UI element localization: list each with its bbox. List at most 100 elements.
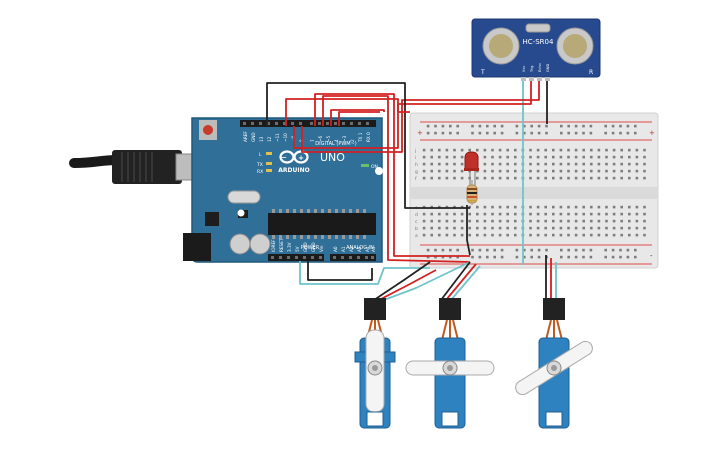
breadboard-hole [559, 205, 563, 209]
breadboard-rail-hole [567, 248, 570, 252]
breadboard-hole [574, 219, 578, 223]
mounting-hole [375, 167, 383, 175]
breadboard-hole [612, 148, 616, 152]
breadboard-hole [635, 169, 639, 173]
breadboard-hole [552, 219, 555, 223]
breadboard-hole [612, 212, 616, 216]
breadboard-rail-hole [493, 131, 496, 135]
breadboard-hole [445, 162, 449, 166]
breadboard-hole [483, 212, 487, 216]
breadboard-hole [468, 226, 471, 230]
servo-1 [354, 298, 396, 429]
breadboard-hole [612, 226, 616, 230]
breadboard-hole [498, 226, 502, 230]
breadboard-hole [422, 233, 426, 237]
reset-button[interactable] [203, 125, 213, 135]
sensor-corner-t: T [480, 69, 485, 76]
arduino-logo [279, 150, 309, 164]
breadboard-hole [460, 219, 464, 223]
breadboard-hole [620, 212, 623, 216]
breadboard-hole [491, 148, 494, 152]
breadboard-center-gap [410, 187, 658, 199]
breadboard-hole [635, 233, 639, 237]
breadboard-hole [635, 205, 639, 209]
analog-label: ANALOG IN [346, 245, 374, 251]
breadboard-rail-hole [486, 124, 489, 128]
breadboard-hole [498, 162, 502, 166]
sensor-pin-label-0: Vcc [522, 66, 526, 72]
breadboard-hole [552, 155, 555, 159]
breadboard-rail-hole [537, 255, 541, 259]
breadboard-rail-hole [471, 131, 474, 135]
breadboard-hole [620, 155, 623, 159]
breadboard-hole [536, 219, 540, 223]
breadboard-hole [628, 219, 631, 223]
breadboard-hole [453, 169, 456, 173]
breadboard-hole [498, 148, 502, 152]
l-label: L [259, 152, 262, 158]
breadboard-rail-hole [545, 131, 548, 135]
breadboard-hole [605, 155, 608, 159]
breadboard-hole [529, 226, 532, 230]
breadboard-rail-hole [545, 248, 548, 252]
breadboard-hole [590, 148, 593, 152]
sensor-label: HC-SR04 [523, 38, 554, 46]
sensor-receiver-mesh [563, 34, 587, 58]
breadboard-hole [438, 219, 441, 223]
breadboard-hole [567, 155, 570, 159]
breadboard-hole [590, 233, 593, 237]
breadboard-hole [483, 233, 487, 237]
breadboard-hole [628, 226, 631, 230]
breadboard-rail-hole [634, 124, 637, 128]
analog-pin-label-4: A4 [365, 246, 370, 252]
breadboard-hole [529, 155, 532, 159]
breadboard-hole [476, 219, 479, 223]
breadboard-hole [514, 205, 517, 209]
breadboard-hole [612, 233, 616, 237]
row-letter: b [415, 226, 418, 232]
breadboard-hole [605, 162, 608, 166]
breadboard-hole [643, 176, 646, 180]
mounting-hole-2 [237, 209, 245, 217]
breadboard-hole [483, 155, 487, 159]
breadboard-hole [506, 148, 509, 152]
breadboard-hole [438, 148, 441, 152]
breadboard-hole [460, 233, 464, 237]
breadboard-hole [620, 148, 623, 152]
breadboard-hole [491, 169, 494, 173]
breadboard-rail-hole [530, 124, 533, 128]
row-letter: f [415, 176, 417, 182]
breadboard-hole [476, 233, 479, 237]
breadboard-rail-hole [493, 255, 496, 259]
breadboard-rail-hole [582, 248, 585, 252]
breadboard-hole [544, 233, 547, 237]
breadboard-rail-hole [500, 124, 504, 128]
breadboard-hole [536, 176, 540, 180]
breadboard-hole [476, 176, 479, 180]
breadboard-hole [422, 148, 426, 152]
power-pin-label-0: IOREF [271, 239, 276, 252]
breadboard-hole [582, 233, 585, 237]
breadboard-hole [567, 219, 570, 223]
wiring [266, 81, 557, 301]
voltage-regulator [205, 212, 219, 226]
breadboard-rail-hole [604, 255, 607, 259]
breadboard-hole [567, 148, 570, 152]
breadboard-hole [574, 205, 578, 209]
power-led [361, 164, 369, 167]
breadboard-hole [445, 212, 449, 216]
breadboard-rail-hole [604, 248, 607, 252]
breadboard-hole [453, 162, 456, 166]
power-pin-label-2: 3.3V [287, 242, 292, 252]
breadboard-hole [628, 162, 631, 166]
sensor-pin-label-1: Trig [530, 66, 534, 73]
breadboard-hole [453, 219, 456, 223]
breadboard-rail-hole [582, 124, 585, 128]
crystal-oscillator [227, 190, 261, 204]
breadboard-hole [430, 226, 433, 230]
breadboard-hole [635, 219, 639, 223]
breadboard-hole [597, 162, 601, 166]
breadboard-hole [498, 212, 502, 216]
breadboard-rail-hole [626, 248, 630, 252]
